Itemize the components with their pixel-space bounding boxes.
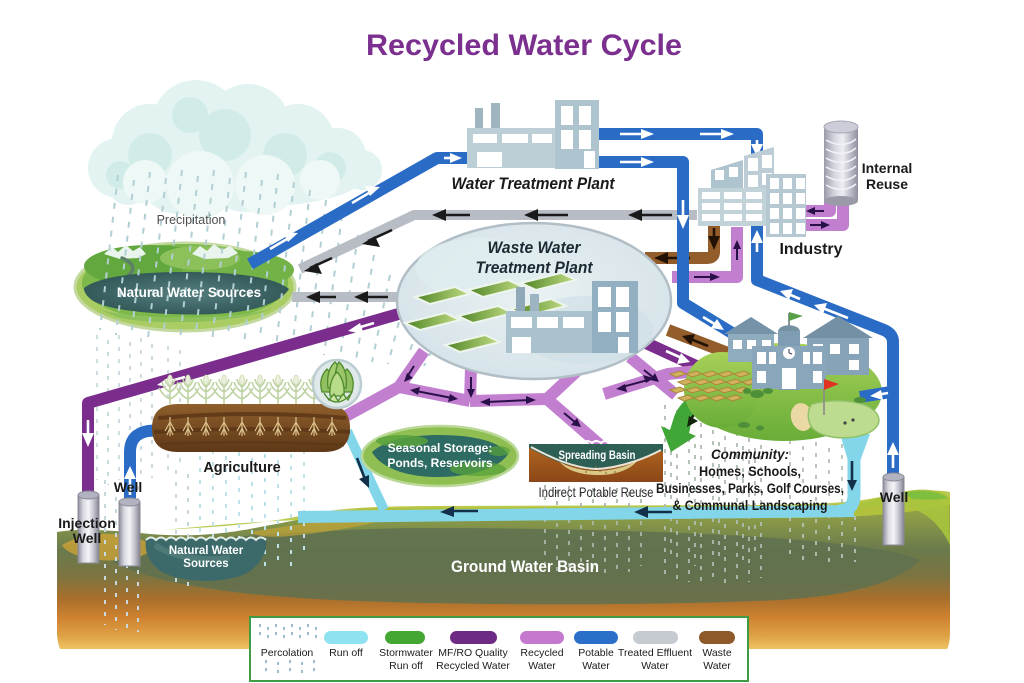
svg-text:& Communal Landscaping: & Communal Landscaping <box>673 498 828 513</box>
svg-text:Run off: Run off <box>389 660 423 672</box>
svg-text:Agriculture: Agriculture <box>203 460 280 476</box>
svg-text:Homes, Schools,: Homes, Schools, <box>699 464 801 479</box>
svg-text:Ground Water Basin: Ground Water Basin <box>451 557 599 576</box>
svg-text:MF/RO Quality: MF/RO Quality <box>438 647 508 659</box>
svg-text:Run off: Run off <box>329 647 363 659</box>
svg-text:Well: Well <box>880 489 909 505</box>
svg-text:Recycled Water Cycle: Recycled Water Cycle <box>366 29 682 62</box>
svg-text:Treated Effluent: Treated Effluent <box>618 647 692 659</box>
svg-text:Industry: Industry <box>779 241 842 258</box>
svg-text:Precipitation: Precipitation <box>157 213 226 227</box>
svg-text:Waste Water: Waste Water <box>488 239 582 257</box>
svg-text:Potable: Potable <box>578 647 614 659</box>
svg-text:Seasonal Storage:: Seasonal Storage: <box>388 441 493 455</box>
svg-text:Recycled Water: Recycled Water <box>436 660 510 672</box>
svg-text:Internal: Internal <box>862 160 913 176</box>
svg-text:Recycled: Recycled <box>520 647 563 659</box>
svg-text:Well: Well <box>114 479 143 495</box>
svg-text:Indirect Potable Reuse: Indirect Potable Reuse <box>539 484 654 500</box>
svg-text:Spreading Basin: Spreading Basin <box>559 450 636 462</box>
svg-text:Ponds, Reservoirs: Ponds, Reservoirs <box>387 456 493 470</box>
svg-text:Water: Water <box>641 660 669 672</box>
svg-text:Sources: Sources <box>183 558 228 570</box>
svg-text:Community:: Community: <box>711 446 789 462</box>
svg-text:Water: Water <box>582 660 610 672</box>
svg-text:Injection: Injection <box>58 515 116 531</box>
svg-text:Waste: Waste <box>702 647 732 659</box>
svg-text:Businesses, Parks, Golf Course: Businesses, Parks, Golf Courses, <box>656 481 844 496</box>
svg-text:Reuse: Reuse <box>866 176 908 192</box>
svg-text:Natural Water Sources: Natural Water Sources <box>117 285 261 300</box>
svg-text:Water Treatment Plant: Water Treatment Plant <box>452 174 616 193</box>
svg-text:Stormwater: Stormwater <box>379 647 433 659</box>
svg-text:Percolation: Percolation <box>261 647 314 659</box>
svg-text:Well: Well <box>73 530 102 546</box>
svg-text:Water: Water <box>703 660 731 672</box>
svg-text:Water: Water <box>528 660 556 672</box>
svg-text:Treatment Plant: Treatment Plant <box>476 259 594 277</box>
svg-text:Natural Water: Natural Water <box>169 545 244 557</box>
